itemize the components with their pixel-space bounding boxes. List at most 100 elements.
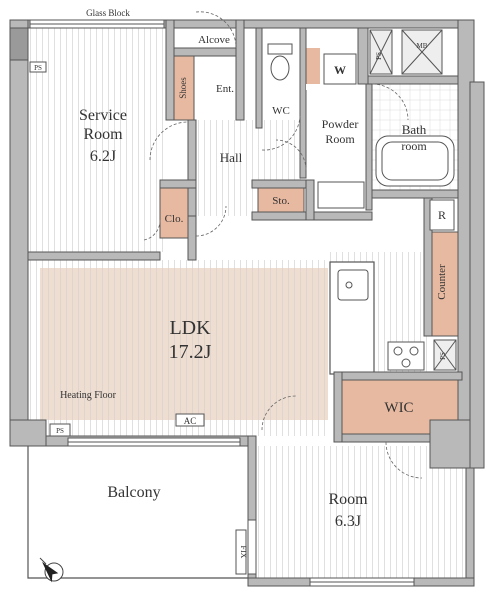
door-swing	[143, 219, 161, 241]
window	[247, 519, 257, 575]
wall	[187, 119, 197, 217]
wall	[173, 47, 237, 57]
toilet-tank	[267, 43, 293, 55]
sto-label: Sto.	[272, 195, 290, 207]
door-swing	[195, 205, 227, 237]
service-room-label-line1: Service	[79, 107, 127, 124]
door-swings	[143, 11, 423, 479]
powder-room-label-line1: Powder	[322, 117, 359, 131]
heating-floor-label: Heating Floor	[60, 390, 116, 401]
wall	[187, 215, 197, 261]
wall	[429, 419, 471, 469]
ac-label: AC	[184, 416, 197, 426]
ps-counter-label: PS	[439, 352, 447, 360]
hall-label: Hall	[220, 150, 243, 165]
service-room-floor	[28, 28, 166, 252]
ps-cross	[369, 29, 393, 75]
wall	[255, 27, 263, 129]
bathtub-inner	[381, 141, 449, 181]
fixtures	[29, 29, 457, 575]
counter-label: Counter	[436, 264, 448, 300]
stove-burner	[401, 358, 411, 368]
r-label: R	[438, 208, 446, 222]
ent-label: Ent.	[216, 83, 234, 95]
door-swing	[371, 83, 409, 121]
door-swing	[385, 441, 423, 479]
wall	[251, 179, 309, 189]
ldk-label: LDK	[169, 317, 211, 339]
glass-block-label: Glass Block	[86, 8, 130, 18]
room-size: 6.3J	[335, 513, 361, 530]
vanity	[317, 181, 365, 209]
wall	[159, 179, 197, 189]
wall	[365, 83, 373, 211]
ps-bath-label: PS	[375, 52, 383, 60]
wall	[173, 19, 245, 29]
wall	[9, 27, 29, 61]
door-swing	[261, 395, 297, 431]
stove-burner	[393, 346, 403, 356]
wic-label: WIC	[384, 400, 413, 416]
room-label: Room	[328, 491, 368, 508]
w-label: W	[334, 63, 346, 77]
wall	[357, 27, 369, 85]
wall	[367, 75, 459, 85]
mb-label: MB	[417, 42, 428, 50]
sink	[337, 269, 369, 301]
sto-storage	[257, 187, 305, 213]
wall	[27, 251, 161, 261]
balcony-outline	[27, 446, 248, 579]
labels: Glass Block Alcove Ent. Shoes WC W Powde…	[34, 8, 448, 559]
wall	[371, 189, 459, 199]
stove-burner	[409, 346, 419, 356]
ac-box	[175, 413, 205, 427]
wc-label: WC	[272, 105, 290, 117]
ldk-size: 17.2J	[169, 341, 212, 363]
service-room-size: 6.2J	[90, 148, 116, 165]
alcove-label: Alcove	[198, 34, 230, 46]
door-swing	[261, 115, 301, 151]
bath-room-label-line2: room	[401, 139, 427, 153]
wall	[423, 197, 433, 337]
wall	[9, 419, 47, 447]
toilet-bowl	[270, 55, 290, 81]
ps-cross	[433, 339, 457, 371]
door-swing	[275, 139, 307, 171]
heating-floor-lines	[40, 268, 328, 420]
windows	[29, 19, 415, 587]
door-swing	[195, 11, 237, 49]
wall	[299, 27, 307, 179]
wall	[305, 179, 315, 221]
service-room-label-line2: Room	[83, 126, 123, 143]
shoes-label: Shoes	[178, 77, 188, 99]
balcony-label: Balcony	[107, 484, 160, 501]
north-arrow-icon	[39, 557, 64, 583]
wall	[165, 19, 175, 121]
wall	[306, 84, 358, 90]
wall	[465, 467, 475, 585]
balcony-floor	[28, 446, 250, 578]
washer-box	[323, 53, 357, 85]
storage-fills	[159, 48, 459, 435]
wall	[9, 19, 29, 447]
ps-top-box	[29, 61, 47, 73]
wall	[243, 19, 471, 29]
wall	[235, 19, 245, 121]
r-box	[429, 199, 455, 231]
mb-cross	[401, 29, 443, 75]
wall	[333, 371, 343, 443]
ps-mid-label: PS	[56, 427, 64, 435]
bath-room-label-line1: Bath	[402, 122, 427, 137]
floors	[28, 28, 466, 578]
ps-top-label: PS	[34, 64, 42, 72]
powder-room-label-line2: Room	[325, 132, 355, 146]
balcony-edge	[27, 446, 248, 579]
wall	[333, 371, 463, 381]
clo-label: Clo.	[165, 213, 184, 225]
door-swing	[149, 121, 189, 161]
wall	[341, 433, 433, 443]
ps-mid-box	[49, 423, 71, 437]
fix-label: FIX	[239, 546, 248, 559]
sink-drain	[345, 281, 353, 289]
